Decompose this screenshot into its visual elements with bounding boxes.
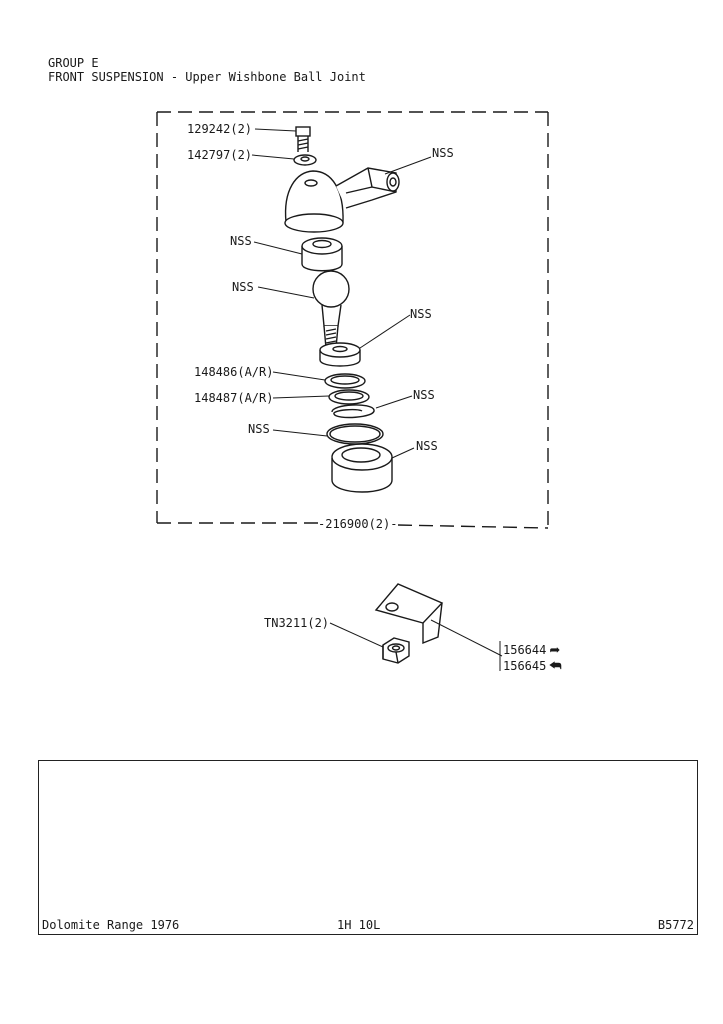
info-box: Dolomite Range 1976 1H 10L B5772 — [38, 760, 698, 935]
housing-part — [284, 167, 400, 233]
label-bolt: 129242(2) — [187, 122, 253, 136]
bracket-rh-number: 156644 — [503, 643, 547, 657]
bracket-part — [374, 583, 444, 645]
collar-part — [319, 342, 361, 367]
label-nut: TN3211(2) — [264, 616, 330, 630]
assembly-frame — [156, 111, 549, 529]
label-housing-arm: NSS — [432, 146, 454, 160]
assembly-label: -216900(2)- — [318, 517, 398, 531]
label-collar: NSS — [410, 307, 432, 321]
group-label: GROUP E — [48, 56, 99, 70]
shim-part-2 — [328, 389, 370, 405]
label-bracket-lh: 156645⮪ — [503, 659, 561, 674]
washer-part — [293, 154, 317, 166]
label-upper-seat: NSS — [230, 234, 252, 248]
upper-seat-part — [301, 237, 343, 272]
shim-part-1 — [324, 373, 366, 389]
cup-part — [331, 443, 393, 493]
o-ring-part — [326, 423, 384, 445]
footer-page: 1H 10L — [337, 918, 381, 932]
footer-model: Dolomite Range 1976 — [42, 918, 180, 932]
label-shim-1: 148486(A/R) — [194, 365, 274, 379]
label-o-ring: NSS — [248, 422, 270, 436]
page-title: FRONT SUSPENSION - Upper Wishbone Ball J… — [48, 70, 366, 84]
arrow-left-icon: ⮪ — [549, 659, 562, 674]
spring-part — [331, 404, 375, 419]
label-ball-pin: NSS — [232, 280, 254, 294]
bolt-part — [295, 126, 311, 152]
label-bracket-rh: 156644➦ — [503, 643, 560, 658]
label-cup: NSS — [416, 439, 438, 453]
footer-ref: B5772 — [657, 918, 694, 932]
nut-part — [382, 637, 410, 664]
label-washer: 142797(2) — [187, 148, 253, 162]
label-shim-2: 148487(A/R) — [194, 391, 274, 405]
bracket-lh-number: 156645 — [503, 659, 547, 673]
arrow-right-icon: ➦ — [549, 643, 561, 658]
label-spring: NSS — [413, 388, 435, 402]
ball-pin-part — [312, 270, 350, 349]
